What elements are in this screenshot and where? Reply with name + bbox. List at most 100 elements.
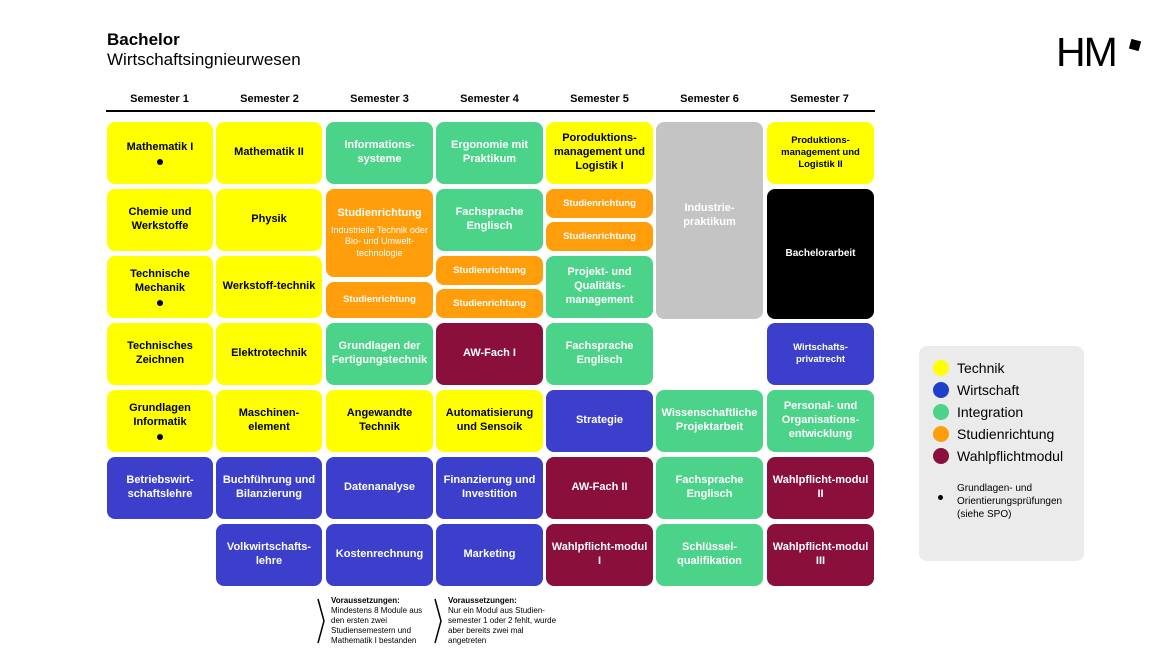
semester-header-6: Semester 6 (680, 93, 739, 105)
module-label: Automatisierung und Sensoik (445, 407, 534, 433)
module-label: Technisches Zeichnen (127, 340, 193, 366)
module-label: Buchführung und Bilanzierung (222, 474, 316, 500)
legend-item-technik: Technik (933, 360, 1004, 376)
semester-header-5: Semester 5 (570, 93, 629, 105)
gop-dot-icon (938, 495, 943, 500)
module-mathematik-1: Mathematik I (107, 122, 213, 184)
prerequisite-note-1: Voraussetzungen: Mindestens 8 Module aus… (331, 596, 431, 646)
legend-note: Grundlagen- und Orientierungsprüfungen (… (957, 483, 1063, 520)
module-kostenrechnung: Kostenrechnung (326, 524, 433, 586)
module-label: Studienrichtung (563, 230, 636, 242)
module-wahlpflicht-3: Wahlpflicht-modul III (767, 524, 874, 586)
module-strategie: Strategie (546, 390, 653, 452)
module-label: Studienrichtung (453, 264, 526, 276)
module-label: Wahlpflicht-modul II (772, 474, 869, 500)
module-aw-fach-1: AW-Fach I (436, 323, 543, 385)
module-technisches-zeichnen: Technisches Zeichnen (107, 323, 213, 385)
note-title: Voraussetzungen: (448, 596, 517, 605)
module-informationssysteme: Informations-systeme (326, 122, 433, 184)
module-label: Mathematik I (126, 141, 194, 154)
module-studienrichtung: Studienrichtung (546, 222, 653, 251)
prerequisite-note-2: Voraussetzungen: Nur ein Modul aus Studi… (448, 596, 563, 646)
integration-color-icon (933, 404, 949, 420)
legend: Technik Wirtschaft Integration Studienri… (919, 346, 1084, 561)
module-buchfuehrung: Buchführung und Bilanzierung (216, 457, 322, 519)
module-label: Marketing (463, 548, 516, 561)
page-subtitle: Wirtschaftsingnieurwesen (107, 50, 301, 69)
module-physik: Physik (216, 189, 322, 251)
bracket-icon (317, 598, 325, 644)
module-mathematik-2: Mathematik II (216, 122, 322, 184)
bracket-icon (434, 598, 442, 644)
module-wahlpflicht-1: Wahlpflicht-modul I (546, 524, 653, 586)
module-label: Grundlagen Informatik (129, 402, 191, 428)
module-studienrichtung: Studienrichtung (546, 189, 653, 218)
module-studienrichtung: Studienrichtung (436, 256, 543, 285)
module-studienrichtung: Studienrichtung (436, 289, 543, 318)
legend-item-studienrichtung: Studienrichtung (933, 426, 1054, 442)
module-label: Grundlagen der Fertigungstechnik (331, 340, 428, 366)
module-chemie: Chemie und Werkstoffe (107, 189, 213, 251)
logo-text: HM (1056, 29, 1118, 75)
module-label: Fachsprache Englisch (455, 206, 524, 232)
module-label: Volkwirtschafts-lehre (226, 541, 312, 567)
module-label: Schlüssel-qualifikation (677, 541, 742, 567)
module-label: Wahlpflicht-modul I (551, 541, 648, 567)
module-vwl: Volkwirtschafts-lehre (216, 524, 322, 586)
legend-item-wahlpflicht: Wahlpflichtmodul (933, 448, 1063, 464)
module-studienrichtung-main: Studienrichtung Industrielle Technik ode… (326, 189, 433, 277)
gop-dot-icon (157, 299, 163, 306)
module-label: Physik (251, 213, 287, 226)
legend-label: Wahlpflichtmodul (957, 448, 1064, 464)
note-text: Nur ein Modul aus Studien-semester 1 ode… (448, 606, 557, 645)
note-title: Voraussetzungen: (331, 596, 400, 605)
module-label: Kostenrechnung (335, 548, 424, 561)
module-label: Elektrotechnik (231, 347, 307, 360)
page-title: Bachelor (107, 30, 180, 49)
legend-label: Technik (957, 360, 1005, 376)
module-fertigungstechnik: Grundlagen der Fertigungstechnik (326, 323, 433, 385)
wahlpflicht-color-icon (933, 448, 949, 464)
hm-logo: HM (1056, 32, 1146, 76)
module-label: Personal- und Organisations-entwicklung (781, 400, 860, 440)
module-label: Fachsprache Englisch (675, 474, 744, 500)
module-werkstofftechnik: Werkstoff-technik (216, 256, 322, 318)
legend-item-integration: Integration (933, 404, 1023, 420)
technik-color-icon (933, 360, 949, 376)
module-projektmanagement: Projekt- und Qualitäts-management (546, 256, 653, 318)
module-personalentwicklung: Personal- und Organisations-entwicklung (767, 390, 874, 452)
module-label: Datenanalyse (344, 481, 415, 494)
module-wirtschaftsprivatrecht: Wirtschafts-privatrecht (767, 323, 874, 385)
module-label: Maschinen-element (238, 407, 300, 433)
module-label: Industrie-praktikum (683, 202, 736, 228)
module-label: Studienrichtung (337, 207, 422, 220)
module-studienrichtung: Studienrichtung (326, 282, 433, 318)
module-label: Bachelorarbeit (785, 247, 856, 259)
module-marketing: Marketing (436, 524, 543, 586)
module-label: Wissenschaftliche Projektarbeit (661, 407, 758, 433)
module-ergonomie: Ergonomie mit Praktikum (436, 122, 543, 184)
module-label: Technische Mechanik (130, 268, 190, 294)
module-label: Strategie (575, 414, 624, 427)
module-label: Produktions-management und Logistik II (781, 135, 860, 170)
module-automatisierung: Automatisierung und Sensoik (436, 390, 543, 452)
module-technische-mechanik: Technische Mechanik (107, 256, 213, 318)
module-grundlagen-informatik: Grundlagen Informatik (107, 390, 213, 452)
legend-label: Studienrichtung (957, 426, 1055, 442)
legend-label: Integration (957, 404, 1024, 420)
module-label: Studienrichtung (343, 294, 416, 306)
semester-header-3: Semester 3 (350, 93, 409, 105)
module-wahlpflicht-2: Wahlpflicht-modul II (767, 457, 874, 519)
module-industriepraktikum: Industrie-praktikum (656, 122, 763, 319)
studienrichtung-color-icon (933, 426, 949, 442)
module-label: Finanzierung und Investition (443, 474, 536, 500)
module-label: Wahlpflicht-modul III (772, 541, 869, 567)
module-label: Ergonomie mit Praktikum (450, 139, 528, 165)
module-label: Angewandte Technik (346, 407, 413, 433)
module-bwl: Betriebswirt-schaftslehre (107, 457, 213, 519)
gop-dot-icon (157, 158, 163, 165)
module-label: Poroduktions-management und Logistik I (553, 132, 646, 172)
gop-dot-icon (157, 433, 163, 440)
module-fachsprache-englisch: Fachsprache Englisch (436, 189, 543, 251)
legend-item-wirtschaft: Wirtschaft (933, 382, 1019, 398)
